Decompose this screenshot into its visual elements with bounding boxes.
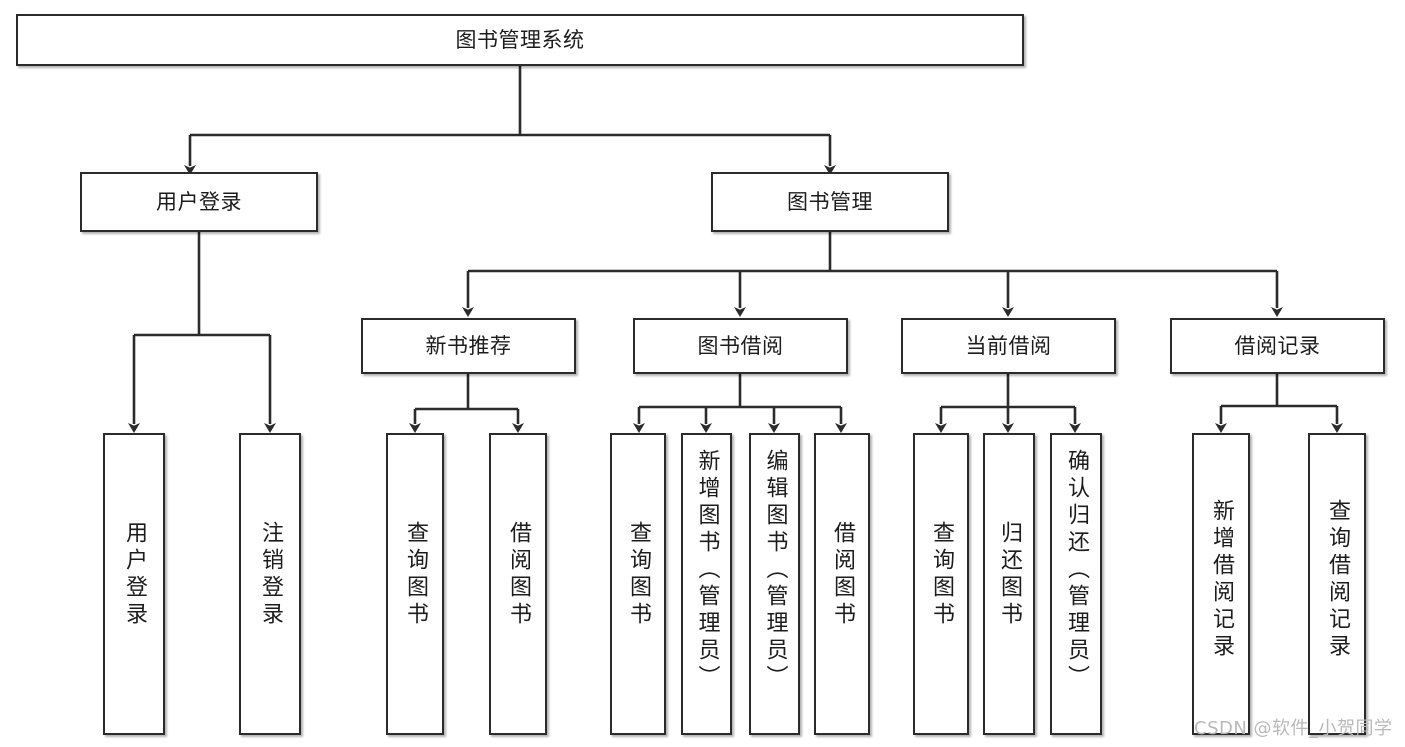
node-leaf-add-borrow-record-label: 新增借阅记录: [1209, 499, 1234, 661]
node-leaf-return-book[interactable]: 归还图书: [983, 433, 1035, 735]
node-leaf-query-book-recommend-label: 查询图书: [403, 521, 428, 629]
node-leaf-edit-book[interactable]: 编辑图书（管理员）: [749, 433, 800, 735]
node-root[interactable]: 图书管理系统: [16, 14, 1024, 66]
node-user-login-label: 用户登录: [156, 189, 242, 214]
node-leaf-query-book-borrow[interactable]: 查询图书: [610, 433, 666, 735]
node-leaf-query-book-borrow-label: 查询图书: [626, 521, 651, 629]
node-current-borrow-label: 当前借阅: [965, 333, 1052, 358]
node-book-borrow[interactable]: 图书借阅: [633, 318, 848, 374]
node-leaf-add-book[interactable]: 新增图书（管理员）: [681, 433, 732, 735]
node-book-borrow-label: 图书借阅: [697, 333, 784, 358]
node-leaf-query-book-current[interactable]: 查询图书: [913, 433, 969, 735]
node-book-management-label: 图书管理: [787, 189, 873, 214]
node-leaf-borrow-book-recommend-label: 借阅图书: [506, 521, 531, 629]
node-leaf-return-book-label: 归还图书: [997, 521, 1022, 629]
node-leaf-add-book-label: 新增图书（管理员）: [694, 449, 720, 692]
node-leaf-query-book-recommend[interactable]: 查询图书: [386, 433, 444, 735]
node-leaf-logout[interactable]: 注销登录: [239, 433, 301, 735]
node-leaf-add-borrow-record[interactable]: 新增借阅记录: [1192, 433, 1250, 735]
node-current-borrow[interactable]: 当前借阅: [901, 318, 1116, 374]
node-leaf-query-borrow-record-label: 查询借阅记录: [1325, 499, 1350, 661]
node-leaf-query-borrow-record[interactable]: 查询借阅记录: [1308, 433, 1366, 735]
node-user-login[interactable]: 用户登录: [80, 172, 318, 232]
node-leaf-borrow-book[interactable]: 借阅图书: [814, 433, 870, 735]
node-leaf-borrow-book-label: 借阅图书: [830, 521, 855, 629]
node-root-label: 图书管理系统: [455, 27, 585, 52]
node-borrow-record-label: 借阅记录: [1234, 333, 1321, 358]
node-leaf-user-login[interactable]: 用户登录: [103, 433, 165, 735]
node-new-book-recommend[interactable]: 新书推荐: [361, 318, 576, 374]
node-leaf-confirm-return[interactable]: 确认归还（管理员）: [1050, 433, 1102, 735]
node-leaf-logout-label: 注销登录: [258, 521, 283, 629]
node-leaf-query-book-current-label: 查询图书: [929, 521, 954, 629]
node-new-book-recommend-label: 新书推荐: [425, 333, 512, 358]
node-leaf-confirm-return-label: 确认归还（管理员）: [1064, 449, 1089, 692]
node-leaf-borrow-book-recommend[interactable]: 借阅图书: [489, 433, 547, 735]
node-leaf-edit-book-label: 编辑图书（管理员）: [762, 449, 788, 692]
csdn-watermark: CSDN @软件_小贺同学: [1194, 718, 1393, 739]
node-leaf-user-login-label: 用户登录: [122, 521, 147, 629]
node-borrow-record[interactable]: 借阅记录: [1170, 318, 1385, 374]
node-book-management[interactable]: 图书管理: [711, 172, 949, 232]
